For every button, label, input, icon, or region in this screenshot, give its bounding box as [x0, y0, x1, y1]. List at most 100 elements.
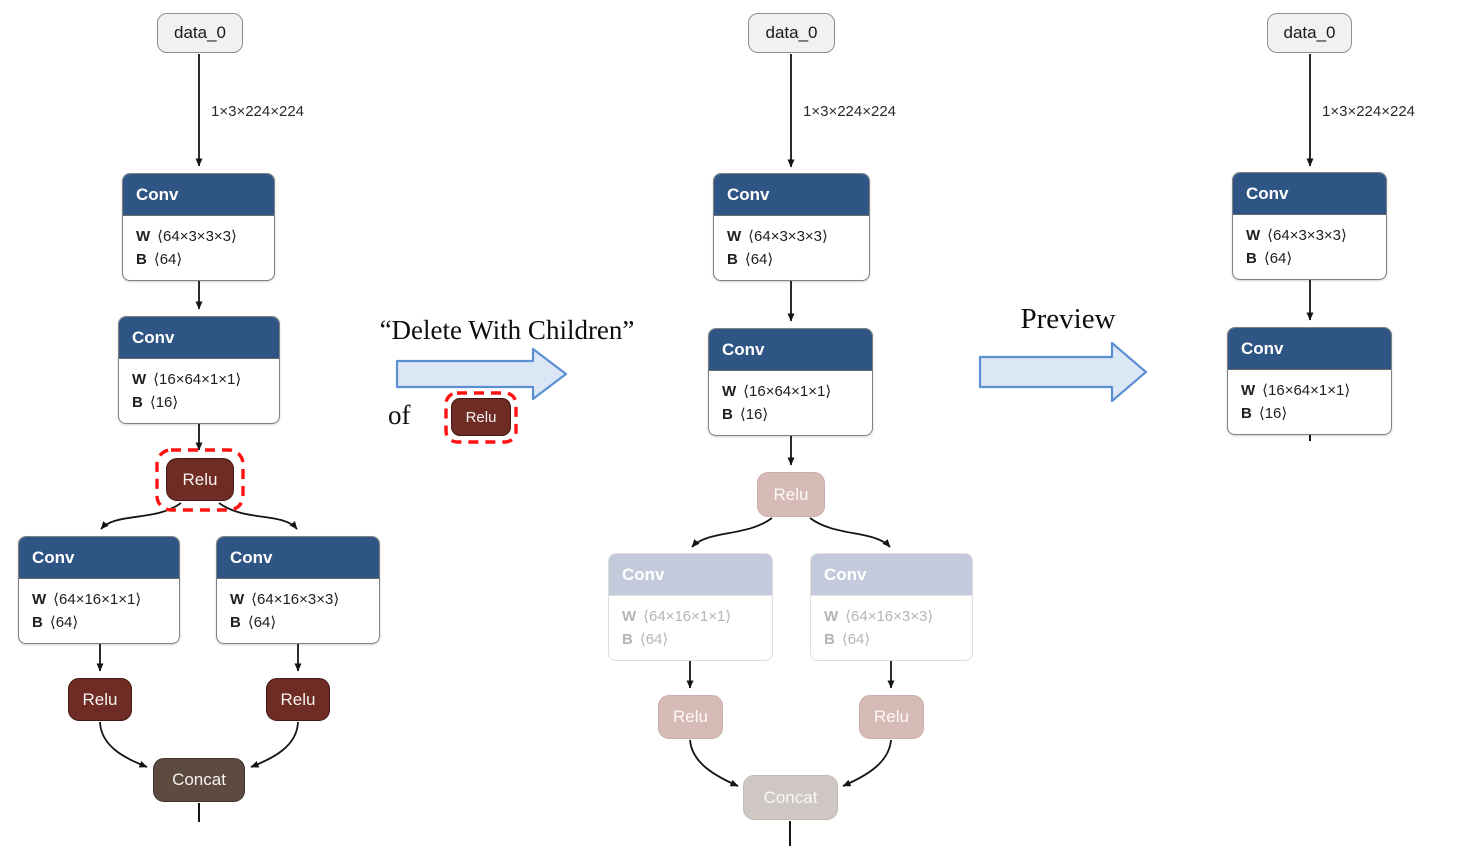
- param-value: ⟨64×16×1×1⟩: [53, 591, 142, 608]
- relu-legend-node: Relu: [451, 398, 511, 436]
- transform-arrow-delete: [395, 347, 568, 401]
- concat-node-faded[interactable]: Concat: [743, 775, 838, 820]
- conv-node-params: W ⟨16×64×1×1⟩ B ⟨16⟩: [709, 371, 872, 435]
- edge: [691, 517, 773, 548]
- param-value: ⟨16⟩: [1258, 405, 1288, 422]
- param-value: ⟨64×16×3×3⟩: [251, 591, 340, 608]
- param-key: B: [722, 406, 733, 423]
- conv-node-params: W ⟨64×3×3×3⟩ B ⟨64⟩: [123, 216, 274, 280]
- data-node[interactable]: data_0: [1267, 13, 1352, 53]
- conv-node[interactable]: Conv W ⟨64×3×3×3⟩ B ⟨64⟩: [1232, 172, 1387, 280]
- relu-node-faded[interactable]: Relu: [658, 695, 723, 739]
- param-key: B: [136, 251, 147, 268]
- param-value: ⟨64×3×3×3⟩: [1267, 227, 1347, 244]
- param-key: W: [727, 228, 742, 245]
- param-value: ⟨64⟩: [1263, 250, 1293, 267]
- param-value: ⟨64×16×3×3⟩: [845, 608, 934, 625]
- param-key: B: [824, 631, 835, 648]
- relu-node-faded[interactable]: Relu: [859, 695, 924, 739]
- param-key: W: [622, 608, 637, 625]
- conv-node-title: Conv: [714, 174, 869, 216]
- param-value: ⟨64×3×3×3⟩: [157, 228, 237, 245]
- selection-highlight-legend: [444, 391, 518, 444]
- edge-shape-label: 1×3×224×224: [803, 103, 897, 120]
- data-node[interactable]: data_0: [748, 13, 835, 53]
- conv-node-params: W ⟨16×64×1×1⟩ B ⟨16⟩: [119, 359, 279, 423]
- edge: [218, 502, 298, 530]
- conv-node-params: W ⟨16×64×1×1⟩ B ⟨16⟩: [1228, 370, 1391, 434]
- param-value: ⟨64⟩: [49, 614, 79, 631]
- relu-node-faded[interactable]: Relu: [757, 472, 825, 517]
- of-label: of: [388, 400, 411, 430]
- conv-node-faded[interactable]: Conv W ⟨64×16×3×3⟩ B ⟨64⟩: [810, 553, 973, 661]
- param-value: ⟨64⟩: [153, 251, 183, 268]
- relu-node[interactable]: Relu: [266, 678, 330, 721]
- param-value: ⟨16×64×1×1⟩: [1262, 382, 1351, 399]
- edge: [100, 502, 182, 530]
- edge: [842, 739, 892, 787]
- param-key: B: [32, 614, 43, 631]
- conv-node[interactable]: Conv W ⟨64×16×3×3⟩ B ⟨64⟩: [216, 536, 380, 644]
- param-key: B: [132, 394, 143, 411]
- param-value: ⟨64⟩: [639, 631, 669, 648]
- edge: [99, 721, 148, 768]
- conv-node[interactable]: Conv W ⟨16×64×1×1⟩ B ⟨16⟩: [1227, 327, 1392, 435]
- conv-node-title: Conv: [709, 329, 872, 371]
- conv-node-faded[interactable]: Conv W ⟨64×16×1×1⟩ B ⟨64⟩: [608, 553, 773, 661]
- conv-node[interactable]: Conv W ⟨64×16×1×1⟩ B ⟨64⟩: [18, 536, 180, 644]
- param-value: ⟨64⟩: [744, 251, 774, 268]
- param-value: ⟨64⟩: [247, 614, 277, 631]
- conv-node-title: Conv: [119, 317, 279, 359]
- param-key: W: [722, 383, 737, 400]
- relu-node[interactable]: Relu: [68, 678, 132, 721]
- param-key: W: [136, 228, 151, 245]
- conv-node-params: W ⟨64×3×3×3⟩ B ⟨64⟩: [714, 216, 869, 280]
- edge: [689, 739, 739, 787]
- conv-node-params: W ⟨64×16×3×3⟩ B ⟨64⟩: [217, 579, 379, 643]
- conv-node-title: Conv: [123, 174, 274, 216]
- param-key: B: [727, 251, 738, 268]
- edge-shape-label: 1×3×224×224: [1322, 103, 1416, 120]
- param-key: B: [1241, 405, 1252, 422]
- param-key: W: [132, 371, 147, 388]
- conv-node-params: W ⟨64×16×1×1⟩ B ⟨64⟩: [609, 596, 772, 660]
- conv-node[interactable]: Conv W ⟨64×3×3×3⟩ B ⟨64⟩: [122, 173, 275, 281]
- param-key: W: [1241, 382, 1256, 399]
- conv-node[interactable]: Conv W ⟨16×64×1×1⟩ B ⟨16⟩: [708, 328, 873, 436]
- param-value: ⟨64×16×1×1⟩: [643, 608, 732, 625]
- param-key: W: [824, 608, 839, 625]
- conv-node[interactable]: Conv W ⟨16×64×1×1⟩ B ⟨16⟩: [118, 316, 280, 424]
- param-value: ⟨16×64×1×1⟩: [153, 371, 242, 388]
- conv-node-params: W ⟨64×16×3×3⟩ B ⟨64⟩: [811, 596, 972, 660]
- param-value: ⟨64×3×3×3⟩: [748, 228, 828, 245]
- concat-node[interactable]: Concat: [153, 758, 245, 802]
- conv-node-title: Conv: [811, 554, 972, 596]
- selection-highlight: [155, 448, 245, 512]
- edge: [250, 721, 299, 768]
- conv-node-title: Conv: [19, 537, 179, 579]
- param-key: B: [230, 614, 241, 631]
- conv-node-title: Conv: [217, 537, 379, 579]
- param-value: ⟨64⟩: [841, 631, 871, 648]
- param-value: ⟨16×64×1×1⟩: [743, 383, 832, 400]
- param-key: W: [32, 591, 47, 608]
- edge: [809, 517, 891, 548]
- param-key: B: [622, 631, 633, 648]
- param-key: B: [1246, 250, 1257, 267]
- conv-node-title: Conv: [1233, 173, 1386, 215]
- conv-node-title: Conv: [1228, 328, 1391, 370]
- transform-arrow-preview: [978, 341, 1148, 403]
- conv-node[interactable]: Conv W ⟨64×3×3×3⟩ B ⟨64⟩: [713, 173, 870, 281]
- edge-shape-label: 1×3×224×224: [211, 103, 305, 120]
- param-key: W: [230, 591, 245, 608]
- data-node[interactable]: data_0: [157, 13, 243, 53]
- param-key: W: [1246, 227, 1261, 244]
- conv-node-params: W ⟨64×3×3×3⟩ B ⟨64⟩: [1233, 215, 1386, 279]
- delete-with-children-label: “Delete With Children”: [379, 315, 635, 345]
- conv-node-title: Conv: [609, 554, 772, 596]
- param-value: ⟨16⟩: [739, 406, 769, 423]
- param-value: ⟨16⟩: [149, 394, 179, 411]
- relu-node-selected[interactable]: Relu: [166, 458, 234, 501]
- conv-node-params: W ⟨64×16×1×1⟩ B ⟨64⟩: [19, 579, 179, 643]
